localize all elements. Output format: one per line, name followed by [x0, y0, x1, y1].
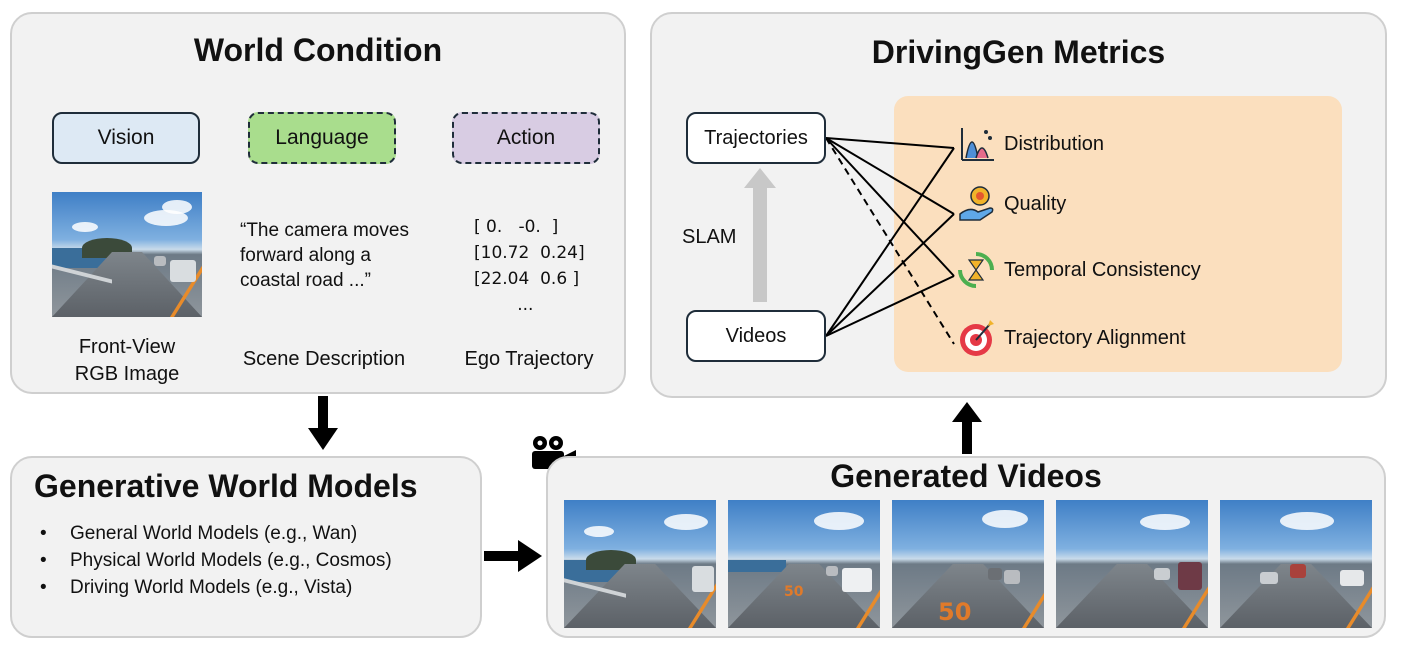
metric-temporal-label: Temporal Consistency	[1004, 258, 1201, 281]
language-caption: Scene Description	[242, 348, 406, 370]
metric-connection-lines	[744, 137, 955, 345]
video-frame-4	[1056, 500, 1208, 628]
trajectories-box: Trajectories	[686, 112, 826, 164]
vision-box: Vision	[52, 112, 200, 164]
metric-trajalign-label: Trajectory Alignment	[1004, 326, 1186, 349]
slam-arrow-head	[744, 168, 776, 188]
metric-temporal-consistency: Temporal Consistency	[956, 250, 1201, 290]
generative-model-list: General World Models (e.g., Wan) Physica…	[34, 520, 392, 601]
generated-title: Generated Videos	[830, 458, 1102, 494]
metrics-title: DrivingGen Metrics	[871, 34, 1166, 70]
quality-award-icon	[959, 186, 994, 221]
right-arrow	[484, 540, 542, 572]
list-item: Driving World Models (e.g., Vista)	[34, 574, 392, 601]
front-view-rgb-image	[52, 192, 202, 317]
scene-description-text: “The camera moves forward along a coasta…	[240, 220, 409, 291]
slam-arrow-shaft	[753, 186, 767, 302]
vision-caption: Front-View RGB Image	[74, 336, 180, 385]
video-frame-2: 50	[728, 500, 880, 628]
metric-distribution-label: Distribution	[1004, 132, 1105, 155]
list-item: Physical World Models (e.g., Cosmos)	[34, 547, 392, 574]
list-item: General World Models (e.g., Wan)	[34, 520, 392, 547]
generated-videos-panel: Generated Videos 50 50	[546, 456, 1386, 638]
metric-distribution: Distribution	[956, 124, 1104, 164]
metric-quality: Quality	[956, 184, 1066, 224]
video-frame-5	[1220, 500, 1372, 628]
action-caption: Ego Trajectory	[464, 348, 594, 370]
slam-label: SLAM	[682, 226, 737, 248]
videos-box: Videos	[686, 310, 826, 362]
road-marking-text: 50	[938, 598, 972, 626]
metric-trajectory-alignment: Trajectory Alignment	[956, 318, 1186, 358]
road-marking-text: 50	[784, 584, 804, 600]
world-condition-panel: World Condition Vision Language Action “…	[10, 12, 626, 394]
distribution-chart-icon	[961, 128, 994, 161]
down-arrow	[308, 396, 338, 450]
video-frame-3: 50	[892, 500, 1044, 628]
world-condition-title: World Condition	[193, 32, 443, 68]
hourglass-cycle-icon	[958, 252, 994, 288]
ego-trajectory-values: [ 0. -0. ] [10.72 0.24] [22.04 0.6 ] ...	[474, 217, 585, 315]
action-box: Action	[452, 112, 600, 164]
video-frame-1	[564, 500, 716, 628]
target-arrow-icon	[960, 320, 994, 356]
metric-quality-label: Quality	[1004, 192, 1067, 215]
up-arrow	[952, 402, 982, 454]
generative-title: Generative World Models	[34, 468, 418, 504]
language-box: Language	[248, 112, 396, 164]
generative-world-models-panel: Generative World Models General World Mo…	[10, 456, 482, 638]
drivinggen-metrics-panel: DrivingGen Metrics Trajectories Videos S…	[650, 12, 1387, 398]
